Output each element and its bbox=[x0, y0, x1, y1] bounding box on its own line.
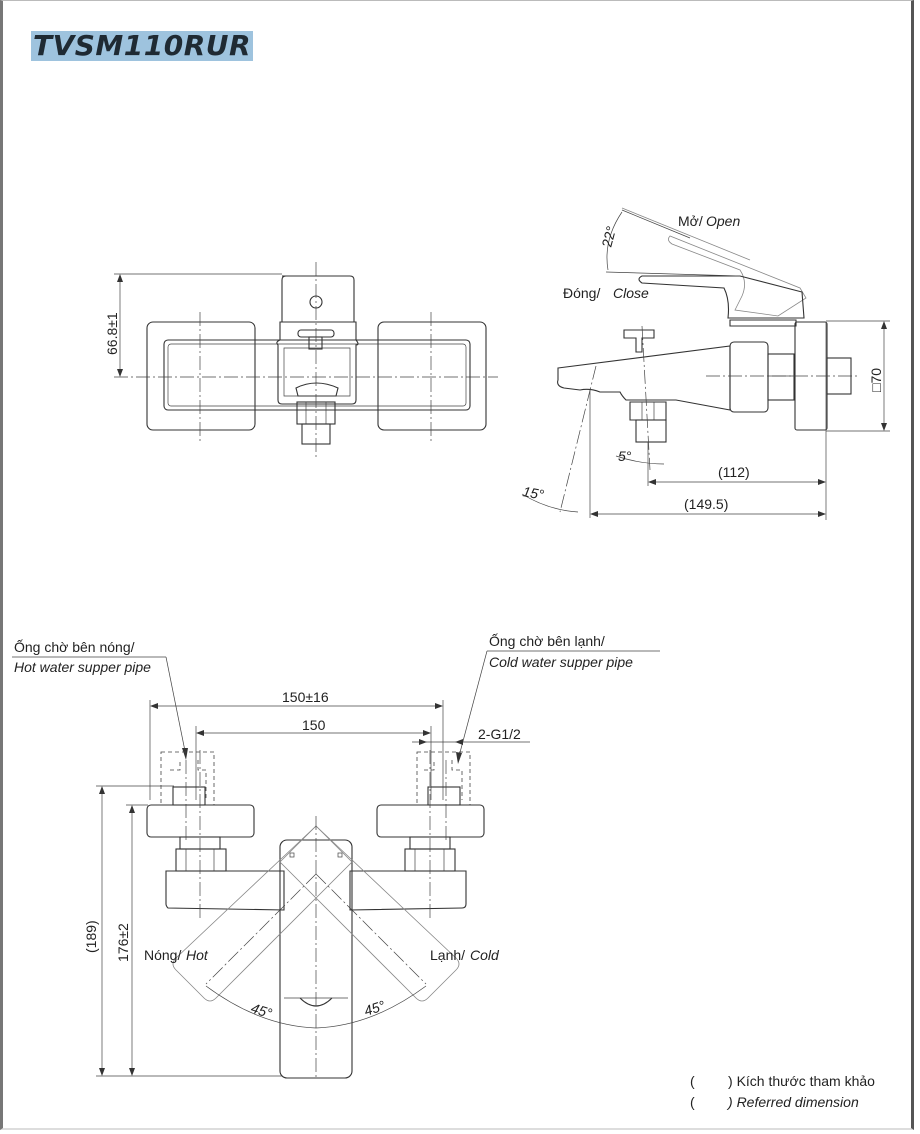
hot-nut bbox=[175, 848, 227, 872]
front-height-dim: 66.8±1 bbox=[104, 312, 120, 355]
legend-paren-close: ) bbox=[728, 1094, 733, 1110]
cold-label-en: Cold bbox=[470, 947, 500, 963]
hot-wall-flange bbox=[146, 804, 255, 838]
legend-row-vi: () Kích thước tham khảo bbox=[690, 1073, 875, 1089]
outlet-angle-label: 5° bbox=[618, 448, 632, 464]
legend-paren-close: ) bbox=[728, 1073, 733, 1089]
thread-label: 2-G1/2 bbox=[478, 726, 521, 742]
open-label-vi: Mở/ bbox=[678, 213, 703, 229]
front-body bbox=[163, 339, 471, 411]
cold-pipe-label-vi: Ống chờ bên lạnh/ bbox=[489, 632, 605, 649]
square-dim-label: □70 bbox=[868, 368, 884, 392]
angle-left-label: 45° bbox=[249, 1000, 274, 1022]
dim-112: (112) bbox=[718, 464, 750, 480]
hot-label-vi: Nóng/ bbox=[144, 947, 181, 963]
angle-right-label: 45° bbox=[362, 997, 387, 1019]
front-center-housing bbox=[276, 321, 359, 405]
close-label-en: Close bbox=[613, 285, 649, 301]
front-left-flange bbox=[146, 321, 256, 431]
close-label-vi: Đóng/ bbox=[563, 285, 600, 301]
side-view bbox=[521, 207, 890, 520]
cold-pipe-label-en: Cold water supper pipe bbox=[489, 654, 633, 670]
dim-189: (189) bbox=[83, 920, 99, 953]
legend-row-en: () Referred dimension bbox=[690, 1094, 859, 1110]
hot-label-en: Hot bbox=[186, 947, 209, 963]
hot-pipe-label-en: Hot water supper pipe bbox=[14, 659, 151, 675]
bottom-view bbox=[12, 650, 660, 1080]
legend-text-en: Referred dimension bbox=[736, 1094, 859, 1110]
lever-hot-position bbox=[172, 825, 353, 1002]
open-label-en: Open bbox=[706, 213, 740, 229]
side-diverter-knob bbox=[623, 329, 655, 353]
side-spout bbox=[557, 345, 731, 411]
front-view bbox=[114, 262, 498, 460]
model-title: TVSM110RUR bbox=[31, 29, 254, 62]
lever-angle-label: 22° bbox=[598, 224, 619, 249]
dim-150-16: 150±16 bbox=[282, 689, 329, 705]
cold-wall-flange bbox=[376, 804, 485, 838]
side-connector bbox=[729, 341, 769, 413]
body-left bbox=[165, 870, 285, 911]
dim-176: 176±2 bbox=[115, 923, 131, 962]
front-lever bbox=[281, 275, 355, 323]
legend-paren-open: ( bbox=[690, 1094, 695, 1110]
hot-pipe-label-vi: Ống chờ bên nóng/ bbox=[14, 638, 135, 655]
cold-inlet-thread bbox=[427, 786, 461, 806]
body-right bbox=[349, 870, 467, 911]
cold-label-vi: Lạnh/ bbox=[430, 947, 465, 963]
legend-paren-open: ( bbox=[690, 1073, 695, 1089]
lever-cold-position bbox=[279, 825, 460, 1002]
front-right-flange bbox=[377, 321, 487, 431]
dim-149-5: (149.5) bbox=[684, 496, 728, 512]
lever-open-position bbox=[668, 235, 807, 317]
lever-closed-position bbox=[638, 275, 805, 319]
spout-angle-label: 15° bbox=[521, 483, 545, 503]
dim-150: 150 bbox=[302, 717, 326, 733]
legend-text-vi: Kích thước tham khảo bbox=[736, 1073, 875, 1089]
